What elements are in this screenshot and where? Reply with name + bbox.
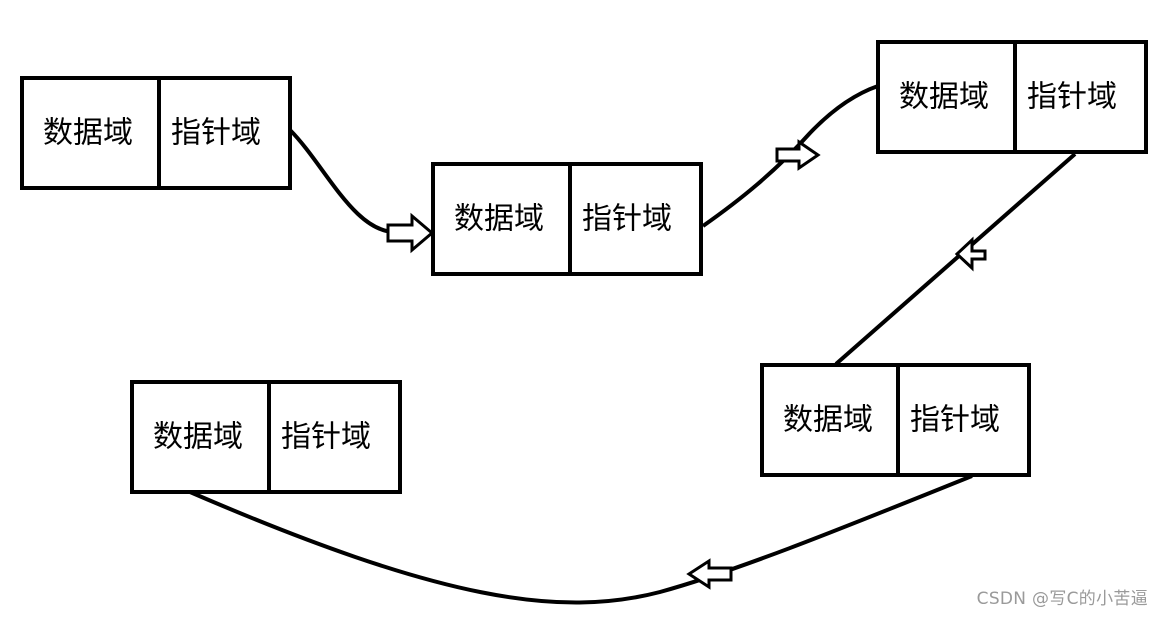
node-1-box: [20, 76, 292, 190]
list-node-4: 数据域 指针域: [760, 363, 1031, 477]
node-5-data-field: 数据域: [153, 420, 243, 455]
node-3-pointer-field: 指针域: [1027, 80, 1117, 115]
node-5-pointer-field: 指针域: [281, 420, 371, 455]
node-4-box: [760, 363, 1031, 477]
link-4-to-5: [189, 474, 973, 605]
link-1-to-2: [288, 128, 435, 254]
list-node-5: 数据域 指针域: [130, 380, 402, 494]
node-2-data-field: 数据域: [454, 202, 544, 237]
list-node-2: 数据域 指针域: [431, 162, 703, 276]
node-4-data-field: 数据域: [783, 403, 873, 438]
node-3-box: [876, 40, 1148, 154]
node-1-data-field: 数据域: [43, 116, 133, 151]
node-2-box: [431, 162, 703, 276]
node-5-box: [130, 380, 402, 494]
list-node-3: 数据域 指针域: [876, 40, 1148, 154]
node-1-pointer-field: 指针域: [171, 116, 261, 151]
node-2-pointer-field: 指针域: [582, 202, 672, 237]
link-2-arrow-icon: [775, 139, 821, 171]
link-2-curve: [701, 84, 879, 228]
link-3-arrow-icon: [954, 236, 987, 272]
node-3-data-field: 数据域: [899, 80, 989, 115]
link-1-arrow-icon: [386, 212, 435, 254]
node-4-pointer-field: 指针域: [910, 403, 1000, 438]
link-1-curve: [288, 128, 399, 235]
link-2-to-3: [701, 84, 879, 228]
link-4-curve: [189, 474, 973, 605]
watermark: CSDN @写C的小苦逼: [976, 589, 1148, 609]
link-3-line: [834, 152, 1077, 366]
list-node-1: 数据域 指针域: [20, 76, 292, 190]
link-3-to-4: [834, 152, 1077, 366]
link-4-arrow-icon: [686, 558, 733, 590]
